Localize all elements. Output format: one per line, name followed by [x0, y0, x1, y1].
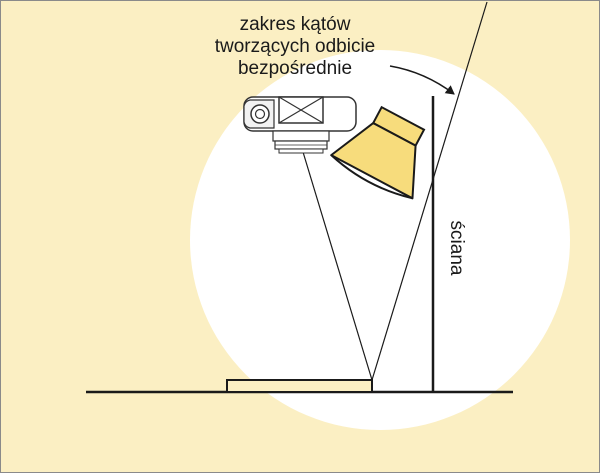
reflection-limit-line	[371, 1, 488, 381]
caption-block: zakres kątów tworzących odbicie bezpośre…	[200, 14, 390, 80]
camera-lens-front	[278, 148, 324, 154]
caption-line-3: bezpośrednie	[237, 58, 353, 79]
camera-dial-inner	[254, 108, 266, 120]
camera-sight-line	[302, 151, 373, 381]
camera-lens-mount	[272, 130, 330, 142]
caption-line-2: tworzących odbicie	[214, 36, 376, 57]
lamp-rim	[330, 154, 413, 200]
caption-arrow	[389, 65, 455, 95]
document-object	[226, 379, 373, 393]
wall-label: ściana	[446, 221, 467, 276]
viewfinder-diagonal-b	[278, 96, 324, 124]
lamp-shade	[330, 122, 417, 200]
camera-icon	[243, 96, 357, 154]
lamp-icon	[330, 105, 426, 200]
caption-line-1: zakres kątów	[239, 14, 351, 35]
